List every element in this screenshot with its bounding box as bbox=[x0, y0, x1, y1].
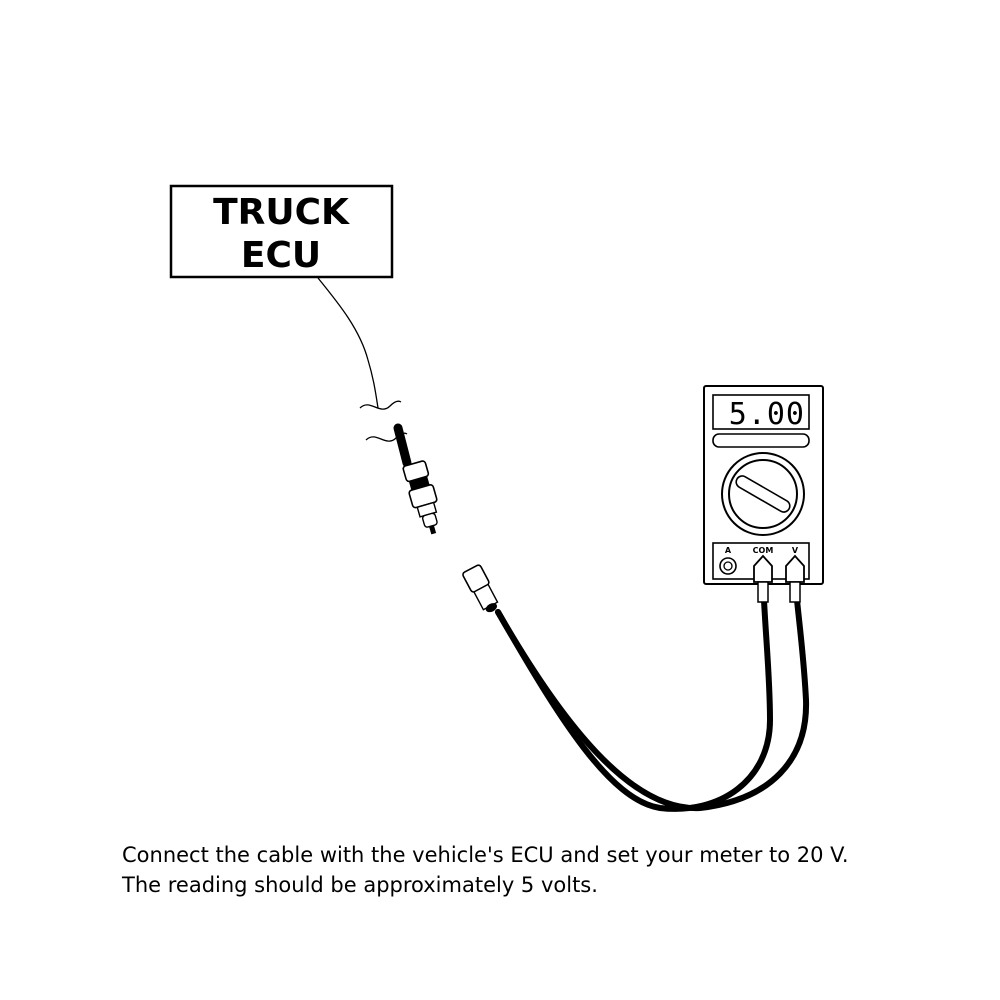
ecu-label-line1: TRUCK bbox=[213, 192, 350, 233]
instruction-caption: Connect the cable with the vehicle's ECU… bbox=[122, 840, 922, 900]
multimeter: 5.00 A COM V bbox=[703, 385, 824, 603]
port-label-com: COM bbox=[753, 546, 774, 555]
ecu-connector-plug bbox=[393, 423, 438, 535]
meter-reading: 5.00 bbox=[729, 397, 805, 432]
instruction-line-2: The reading should be approximately 5 vo… bbox=[122, 873, 598, 897]
meter-display bbox=[712, 394, 810, 430]
meter-cable-connector bbox=[462, 564, 499, 613]
truck-ecu-box: TRUCK ECU bbox=[169, 184, 394, 279]
v-probe-plug bbox=[785, 554, 805, 603]
test-leads bbox=[495, 597, 810, 812]
ecu-wire bbox=[317, 277, 379, 409]
instruction-line-1: Connect the cable with the vehicle's ECU… bbox=[122, 843, 849, 867]
port-label-v: V bbox=[792, 546, 799, 555]
port-label-a: A bbox=[725, 546, 732, 555]
com-probe-plug bbox=[753, 554, 773, 603]
rotary-dial[interactable] bbox=[721, 452, 805, 536]
ecu-label-line2: ECU bbox=[241, 235, 321, 276]
